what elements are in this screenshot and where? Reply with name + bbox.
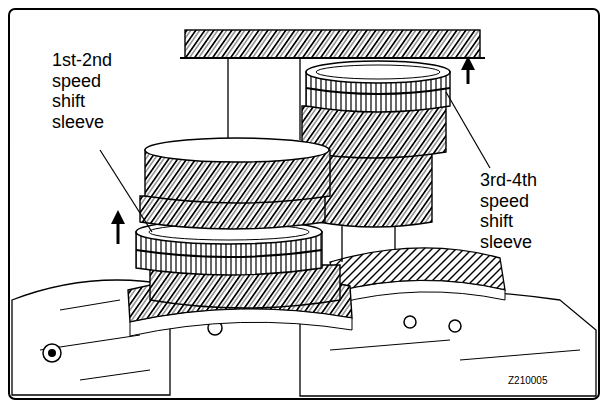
part-label: 1st-2nd speed shift sleeve [52,50,132,133]
figure-number: Z210005 [508,375,588,387]
part-label: 3rd-4th speed shift sleeve [480,170,560,253]
